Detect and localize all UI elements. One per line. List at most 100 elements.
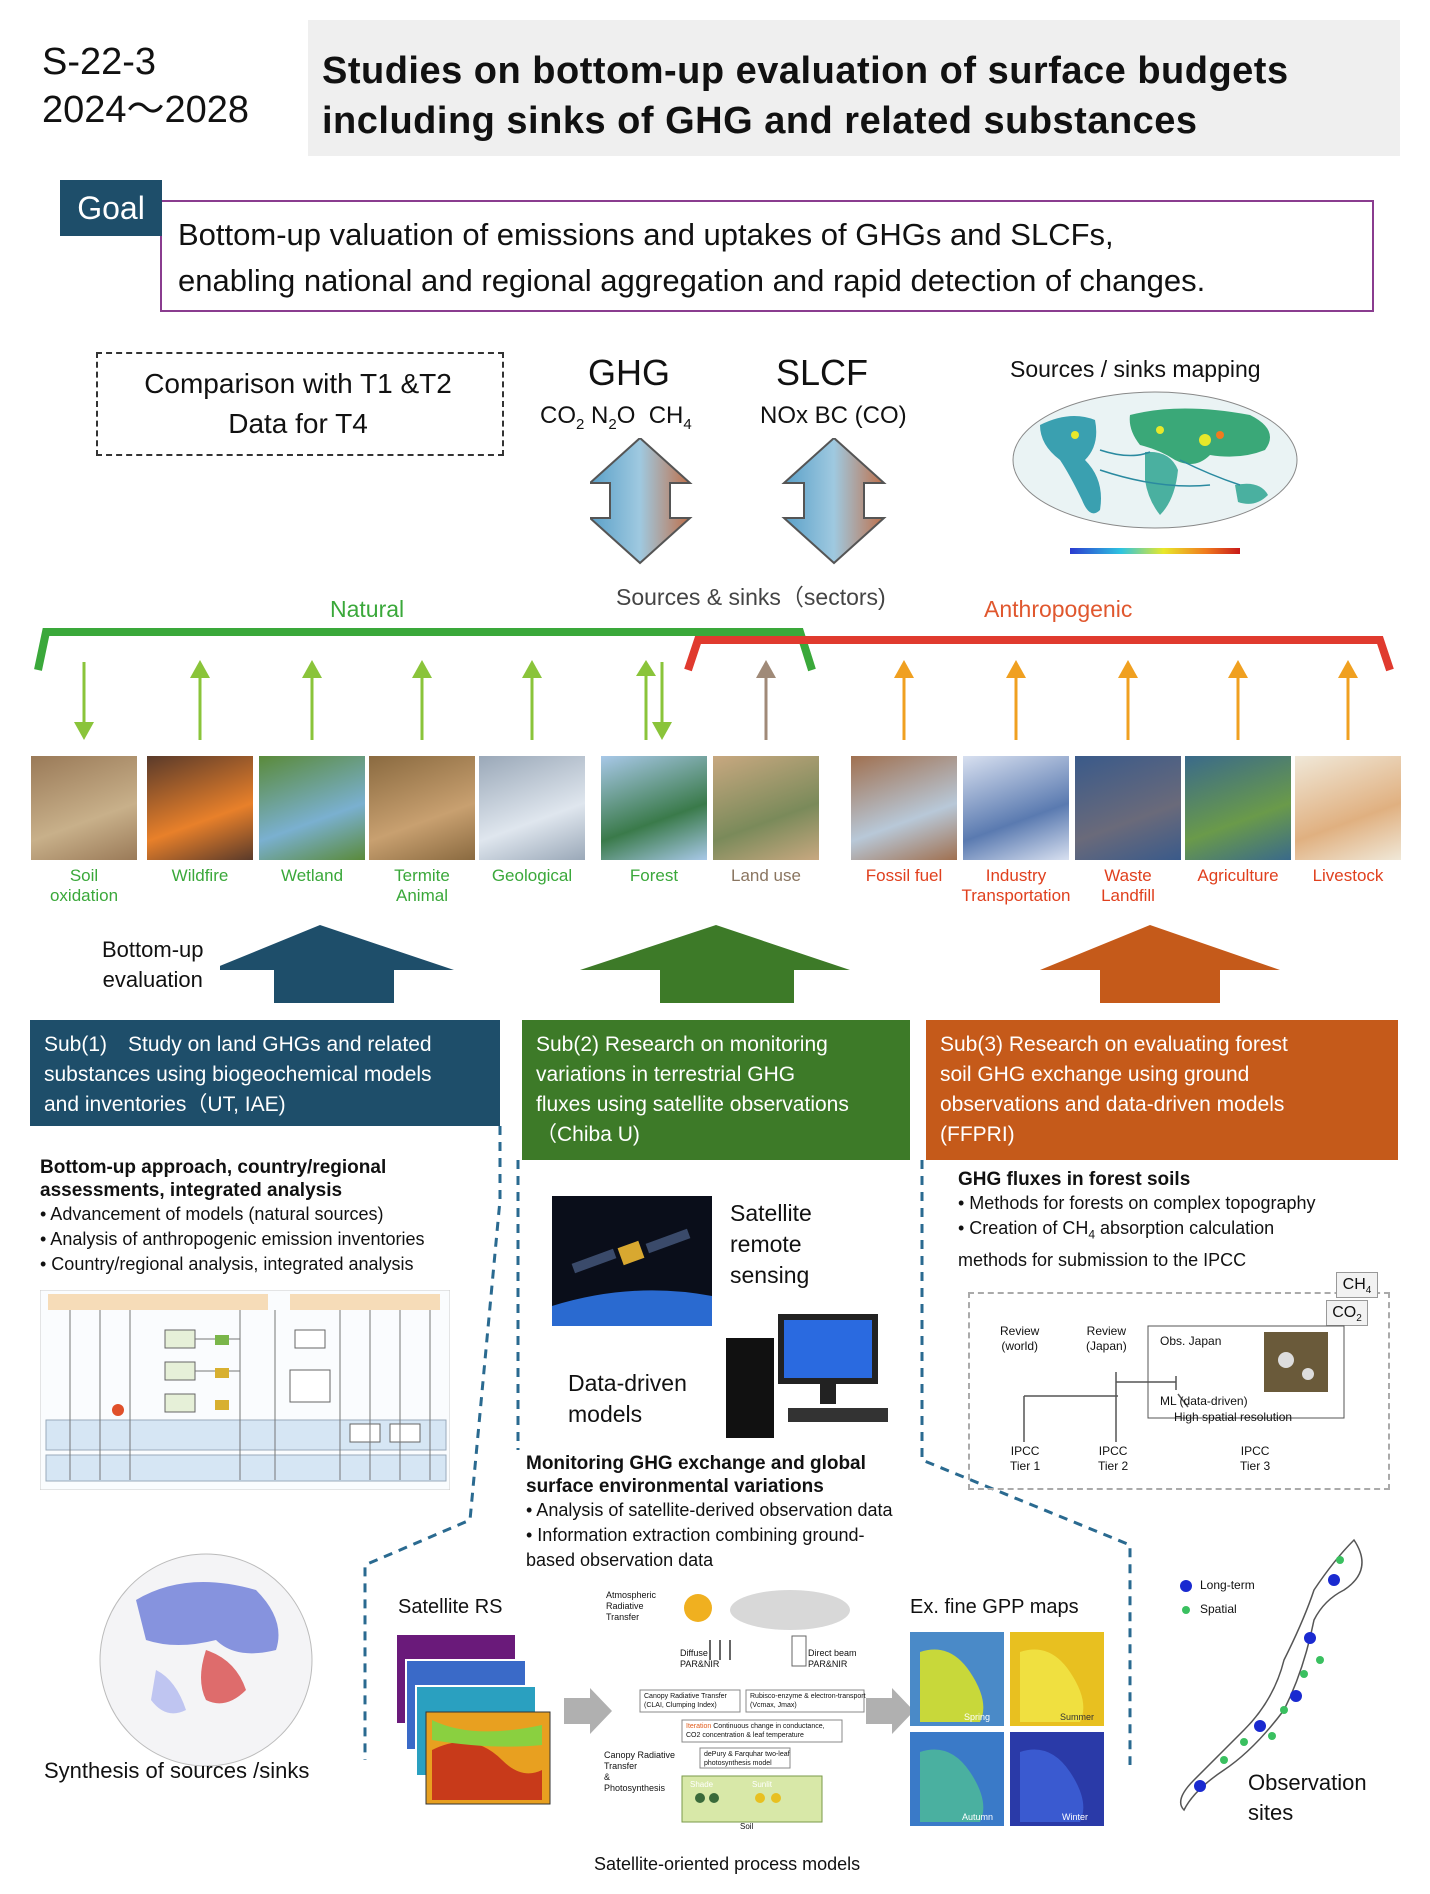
anthropogenic-label: Anthropogenic bbox=[984, 596, 1133, 622]
tier3-b: Tier 3 bbox=[1240, 1459, 1271, 1473]
sun-icon bbox=[684, 1594, 712, 1622]
obs-label-1: Observation bbox=[1248, 1770, 1367, 1795]
tier2-a: IPCC bbox=[1098, 1444, 1128, 1458]
source-arrow-10 bbox=[1118, 660, 1138, 740]
satellite-line-1: Satellite bbox=[730, 1200, 812, 1226]
source-arrow-11 bbox=[1228, 660, 1248, 740]
natural-bracket bbox=[34, 628, 816, 672]
goal-text: Bottom-up valuation of emissions and upt… bbox=[178, 212, 1205, 304]
bottom-up-arrows bbox=[220, 925, 1280, 1003]
model-fire-icon bbox=[112, 1404, 124, 1416]
source-label-12: Livestock bbox=[1278, 866, 1418, 886]
site-spatial-2 bbox=[1300, 1670, 1308, 1678]
canopy-rt: Canopy Radiative Transfer bbox=[644, 1693, 727, 1700]
gpp-summer-label: Summer bbox=[1060, 1712, 1095, 1722]
site-spatial-3 bbox=[1280, 1706, 1288, 1714]
iteration: Iteration bbox=[686, 1723, 712, 1730]
canopy-box bbox=[681, 1775, 823, 1823]
clumping: (CLAI, Clumping Index) bbox=[644, 1702, 717, 1709]
site-spatial-7 bbox=[1336, 1556, 1344, 1564]
sub2-head-1: Monitoring GHG exchange and global bbox=[526, 1453, 866, 1474]
sub3-bullet-3: methods for submission to the IPCC bbox=[958, 1249, 1247, 1270]
ch4-tab-sub: 4 bbox=[1365, 1285, 1372, 1297]
source-label-11: Agriculture bbox=[1168, 866, 1308, 886]
direct-2: PAR&NIR bbox=[808, 1659, 848, 1669]
satellite-label: Satellite remote sensing bbox=[730, 1198, 812, 1291]
sub1-detail: Bottom-up approach, country/regional ass… bbox=[40, 1156, 510, 1277]
map-land-africa bbox=[1145, 451, 1178, 515]
obs-japan-label: Obs. Japan bbox=[1160, 1334, 1222, 1348]
co2-label: CO bbox=[540, 402, 576, 429]
solar-panel-left bbox=[571, 1248, 617, 1274]
satellite-line-2: remote bbox=[730, 1231, 802, 1257]
solar-panel-right bbox=[645, 1228, 691, 1254]
source-photo-7 bbox=[713, 756, 819, 860]
model-box-4 bbox=[294, 1329, 326, 1349]
source-label-3: Wetland bbox=[242, 866, 382, 886]
source-photo-4 bbox=[369, 756, 475, 860]
source-arrow-7 bbox=[756, 660, 776, 740]
source-arrow-12 bbox=[1338, 660, 1358, 740]
crt-3: & bbox=[604, 1772, 611, 1782]
source-label-line-1: Fossil fuel bbox=[865, 866, 943, 885]
co2-sub: 2 bbox=[576, 415, 585, 433]
review-japan-1: Review bbox=[1086, 1324, 1127, 1338]
synthesis-globe bbox=[99, 1553, 313, 1767]
review-world-2: (world) bbox=[1001, 1339, 1039, 1353]
sub3-line-3: observations and data-driven models bbox=[940, 1093, 1285, 1116]
source-label-line-1: Soil bbox=[69, 866, 99, 885]
model-band-2 bbox=[45, 1454, 447, 1482]
project-code: S-22-3 2024～2028 bbox=[42, 38, 249, 134]
source-arrow-8 bbox=[894, 660, 914, 740]
sub2-line-1: Sub(2) Research on monitoring bbox=[536, 1033, 828, 1056]
map-hotspot-1 bbox=[1199, 434, 1211, 446]
site-long-4 bbox=[1254, 1720, 1266, 1732]
map-hotspot-2 bbox=[1216, 431, 1224, 439]
n2o-label: N bbox=[591, 402, 609, 429]
source-label-line-1: Land use bbox=[731, 866, 801, 885]
source-label-line-1: Geological bbox=[491, 866, 573, 885]
earth-limb bbox=[552, 1290, 712, 1326]
sub3-detail: GHG fluxes in forest soils • Methods for… bbox=[958, 1168, 1398, 1273]
map-land-australia bbox=[1235, 483, 1268, 504]
rubisco-text: Rubisco-enzyme & electron-transport(Vcma… bbox=[750, 1692, 866, 1710]
data-driven-line-2: models bbox=[568, 1401, 643, 1427]
gpp-maps bbox=[910, 1632, 1104, 1826]
sub1-bullet-1: • Advancement of models (natural sources… bbox=[40, 1204, 384, 1224]
satellite-image bbox=[552, 1196, 712, 1326]
sunlit-label: Sunlit bbox=[752, 1780, 773, 1789]
shade-leaf-1 bbox=[695, 1793, 705, 1803]
sub2-line-2: variations in terrestrial GHG bbox=[536, 1063, 796, 1086]
arrow-to-gpp bbox=[866, 1688, 914, 1734]
photo: photosynthesis model bbox=[704, 1760, 772, 1767]
sub2-box: Sub(2) Research on monitoring variations… bbox=[522, 1020, 910, 1160]
comparison-text: Comparison with T1 &T2 Data for T4 bbox=[96, 364, 500, 444]
shade-label: Shade bbox=[690, 1780, 714, 1789]
source-photo-8 bbox=[851, 756, 957, 860]
source-label-line-1: Livestock bbox=[1312, 866, 1384, 885]
source-photo-12 bbox=[1295, 756, 1401, 860]
source-label-6: Forest bbox=[584, 866, 724, 886]
model-leaf-icon bbox=[215, 1335, 229, 1345]
n2o-sub: 2 bbox=[608, 415, 617, 433]
sunlit-leaf-2 bbox=[771, 1793, 781, 1803]
goal-line-2: enabling national and regional aggregati… bbox=[178, 263, 1206, 298]
satellite-line-3: sensing bbox=[730, 1262, 810, 1288]
observation-sites-label: Observation sites bbox=[1248, 1768, 1367, 1828]
soil-label: Soil bbox=[740, 1822, 754, 1831]
bottom-up-line-1: Bottom-up bbox=[102, 937, 204, 962]
ml-label: ML (data-driven) bbox=[1160, 1394, 1248, 1408]
source-label-line-1: Termite bbox=[394, 866, 450, 885]
goal-line-1: Bottom-up valuation of emissions and upt… bbox=[178, 217, 1114, 252]
canopy-rt-text: Canopy Radiative Transfer (CLAI, Clumping… bbox=[644, 1692, 727, 1710]
sub3-bullet-2b: absorption calculation bbox=[1095, 1218, 1275, 1238]
soil-photo bbox=[1264, 1332, 1328, 1392]
rs-layer-4-detail bbox=[432, 1742, 542, 1800]
sub2-line-4: （Chiba U) bbox=[536, 1123, 640, 1146]
site-long-5 bbox=[1194, 1780, 1206, 1792]
sub3-bullet-2: • Creation of CH4 absorption calculation bbox=[958, 1216, 1398, 1248]
